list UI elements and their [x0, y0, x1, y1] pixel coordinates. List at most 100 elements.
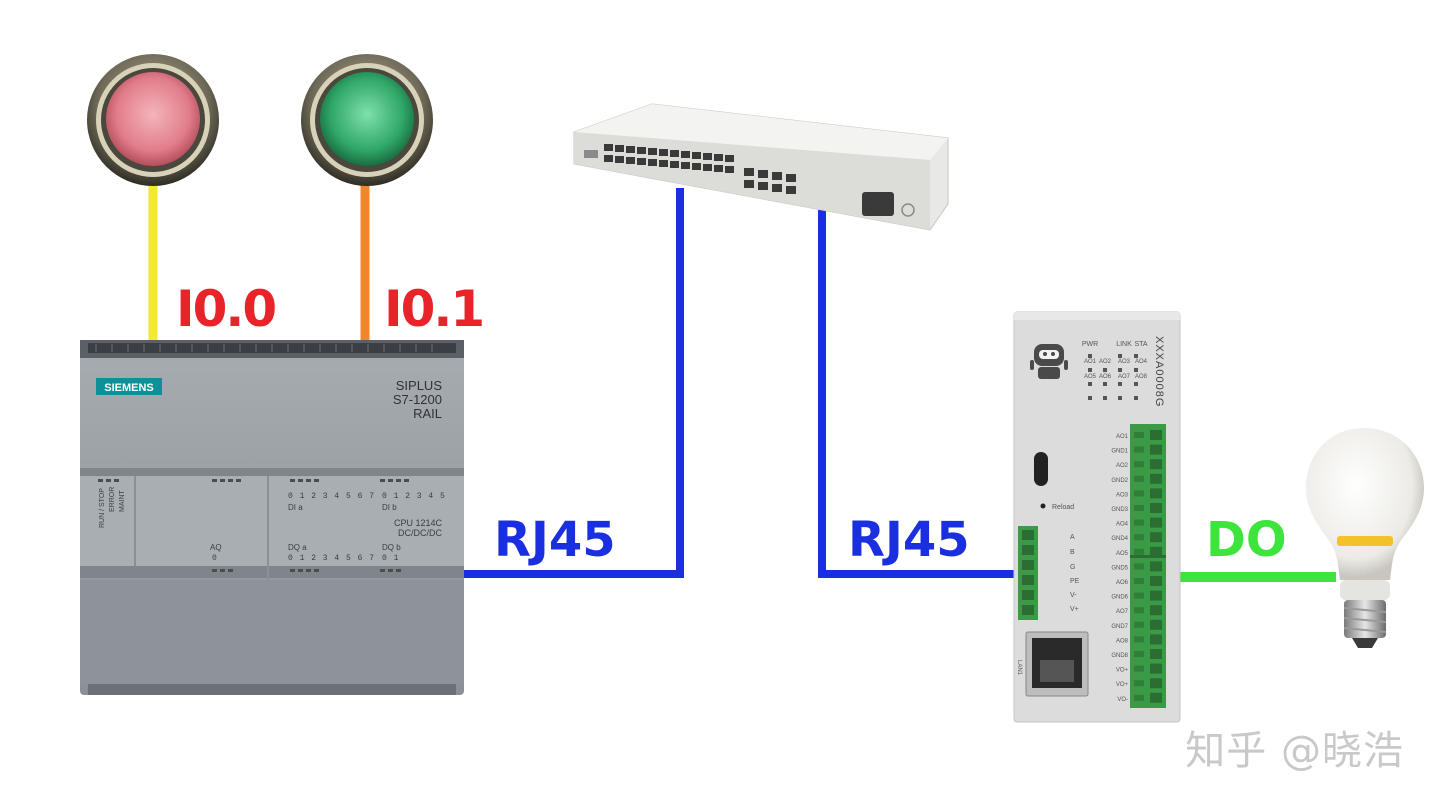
terminal-label: GND4 — [1111, 536, 1128, 542]
terminal-screw — [1134, 519, 1144, 526]
do-label: DO — [1206, 512, 1287, 568]
terminal-pin — [1150, 488, 1162, 499]
led-label-ao5: AO5 — [1084, 374, 1097, 380]
plc-aq-pins: 0 — [212, 554, 217, 563]
terminal-pin — [1150, 532, 1162, 543]
plc-led-maint: MAINT — [119, 490, 126, 513]
terminal-pin — [1150, 649, 1162, 659]
red-lamp — [87, 54, 219, 186]
light-bulb — [1306, 428, 1424, 648]
terminal-label: GND6 — [1111, 595, 1128, 601]
terminal-screw — [1134, 665, 1144, 672]
plc-model-line-3: RAIL — [413, 406, 442, 421]
plc-dq-a-label: DQ a — [288, 543, 307, 552]
terminal-label: GND8 — [1111, 653, 1128, 659]
terminal-screw — [1134, 505, 1144, 511]
led-label-pwr: PWR — [1082, 341, 1098, 348]
plc-di-a-pins: 0 1 2 3 4 5 6 7 — [288, 492, 375, 501]
terminal-pin — [1150, 663, 1162, 674]
terminal-screw — [1134, 432, 1144, 438]
terminal-pe: PE — [1070, 578, 1080, 585]
led-label-ao8: AO8 — [1135, 374, 1148, 380]
terminal-screw — [1134, 651, 1144, 657]
plc-led-run-stop: RUN / STOP — [99, 488, 106, 528]
robot-logo-icon — [1030, 344, 1068, 379]
reload-label: Reload — [1052, 504, 1074, 511]
terminal-screw — [1134, 607, 1144, 614]
terminal-screw — [1134, 446, 1144, 453]
terminal-pin — [1150, 692, 1162, 703]
terminal-label: AO7 — [1116, 609, 1129, 615]
rj45-label-module: RJ45 — [848, 512, 970, 568]
terminal-vminus: V- — [1070, 592, 1077, 599]
terminal-pin — [1150, 517, 1162, 528]
plc-s7-1200: SIEMENS SIPLUS S7-1200 RAIL RUN / STOP E… — [80, 340, 464, 695]
terminal-label: AO1 — [1116, 434, 1129, 440]
terminal-label: GND7 — [1111, 624, 1128, 630]
input-label-i01: I0.1 — [384, 280, 485, 338]
terminal-label: AO6 — [1116, 580, 1129, 586]
module-model: XXXA0008G — [1153, 336, 1165, 407]
plc-di-a-label: DI a — [288, 503, 303, 512]
led-label-link: LINK — [1116, 341, 1132, 348]
terminal-label: VO+ — [1116, 668, 1129, 674]
terminal-label: AO4 — [1116, 522, 1129, 528]
plc-led-error: ERROR — [109, 487, 116, 512]
terminal-screw — [1134, 475, 1144, 482]
terminal-label: VO- — [1117, 697, 1128, 703]
terminal-label: GND5 — [1111, 565, 1128, 571]
terminal-label: VO+ — [1116, 682, 1129, 688]
terminal-pin — [1150, 444, 1162, 455]
plc-dq-a-pins: 0 1 2 3 4 5 6 7 — [288, 554, 375, 563]
terminal-screw — [1134, 578, 1144, 584]
plc-model-line-1: SIPLUS — [396, 378, 443, 393]
input-label-i00: I0.0 — [176, 280, 277, 338]
led-label-ao7: AO7 — [1118, 374, 1131, 380]
terminal-screw — [1134, 461, 1144, 468]
led-label-ao4: AO4 — [1135, 359, 1148, 365]
terminal-screw — [1134, 592, 1144, 599]
terminal-vplus: V+ — [1070, 606, 1079, 613]
plc-model-line-2: S7-1200 — [393, 392, 442, 407]
plc-di-b-pins: 0 1 2 3 4 5 — [382, 492, 446, 501]
terminal-screw — [1134, 534, 1144, 541]
terminal-screw — [1134, 636, 1144, 643]
rj45-label-plc: RJ45 — [494, 512, 616, 568]
terminal-pin — [1150, 619, 1162, 630]
terminal-pin — [1150, 546, 1162, 557]
plc-cpu-line-1: CPU 1214C — [394, 518, 443, 528]
terminal-label: GND2 — [1111, 478, 1128, 484]
terminal-b: B — [1070, 549, 1075, 556]
plc-brand: SIEMENS — [104, 382, 154, 394]
plc-di-b-label: DI b — [382, 503, 397, 512]
led-label-sta: STA — [1134, 341, 1147, 348]
terminal-screw — [1134, 621, 1144, 628]
terminal-pin — [1150, 590, 1162, 601]
terminal-pin — [1150, 678, 1162, 689]
led-label-ao6: AO6 — [1099, 374, 1112, 380]
terminal-pin — [1150, 634, 1162, 645]
green-lamp — [301, 54, 433, 186]
terminal-label: AO8 — [1116, 638, 1129, 644]
terminal-label: AO2 — [1116, 463, 1129, 469]
led-label-ao3: AO3 — [1118, 359, 1131, 365]
terminal-screw — [1134, 680, 1144, 687]
terminal-a: A — [1070, 534, 1075, 541]
terminal-label: AO5 — [1116, 551, 1129, 557]
terminal-screw — [1134, 694, 1144, 701]
terminal-label: AO3 — [1116, 492, 1129, 498]
terminal-pin — [1150, 430, 1162, 440]
watermark: 知乎 @晓浩 — [1185, 728, 1404, 774]
led-label-ao2: AO2 — [1099, 359, 1112, 365]
terminal-pin — [1150, 459, 1162, 470]
terminal-label: GND1 — [1111, 449, 1128, 455]
terminal-pin — [1150, 473, 1162, 484]
usb-c-port — [1034, 452, 1048, 486]
terminal-pin — [1150, 503, 1162, 513]
plc-aq-label: AQ — [210, 543, 222, 552]
terminal-screw — [1134, 563, 1144, 570]
ethernet-cable-plc-switch — [462, 188, 684, 578]
terminal-pin — [1150, 561, 1162, 572]
terminal-label: GND3 — [1111, 507, 1128, 513]
